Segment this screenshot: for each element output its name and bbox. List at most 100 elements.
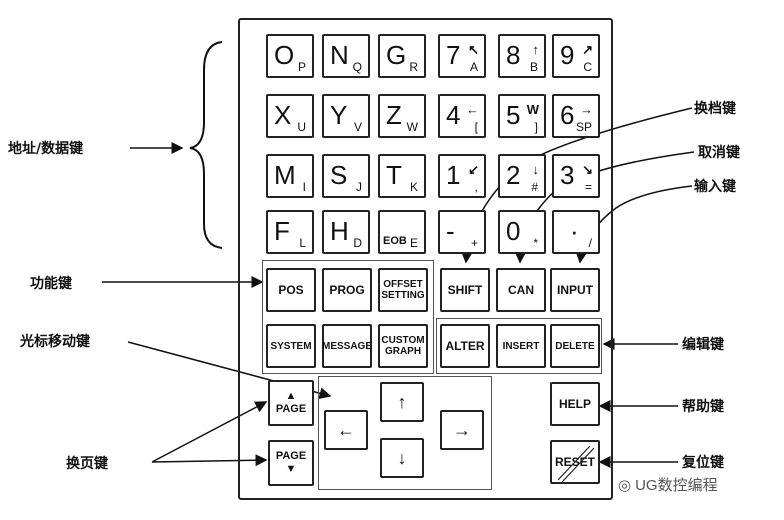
key-z[interactable]: Z W xyxy=(378,94,426,138)
insert-button[interactable]: INSERT xyxy=(496,324,546,368)
key-x[interactable]: X U xyxy=(266,94,314,138)
key-sub: Q xyxy=(352,60,362,74)
key-m[interactable]: M I xyxy=(266,154,314,198)
offset-setting-button[interactable]: OFFSET SETTING xyxy=(378,268,428,312)
arrow-left-icon: ← xyxy=(337,419,355,440)
key-sub: L xyxy=(299,236,306,250)
key-eob[interactable]: EOB E xyxy=(378,210,426,254)
key-sub: P xyxy=(297,60,306,74)
label-edit: 编辑键 xyxy=(682,337,724,353)
reset-button[interactable]: RESET xyxy=(550,440,600,484)
key-main: 1 xyxy=(446,160,461,190)
label-address-data: 地址/数据键 xyxy=(8,141,84,157)
arrow-down-left-icon: ↙ xyxy=(468,162,479,177)
system-button[interactable]: SYSTEM xyxy=(266,324,316,368)
alter-button[interactable]: ALTER xyxy=(440,324,490,368)
key-main: N xyxy=(330,40,349,70)
key-sub: C xyxy=(583,60,592,74)
message-button[interactable]: MESSAGE xyxy=(322,324,372,368)
key-9[interactable]: 9 ↗ C xyxy=(552,34,600,78)
edit-keys-group xyxy=(436,318,602,374)
key-sub: W xyxy=(406,120,418,134)
key-main: 4 xyxy=(446,100,461,130)
arrow-up-icon: ↑ xyxy=(532,42,540,57)
key-main: T xyxy=(386,160,402,190)
custom-graph-button[interactable]: CUSTOM GRAPH xyxy=(378,324,428,368)
label-cursor: 光标移动键 xyxy=(20,334,90,350)
key-sub: U xyxy=(297,120,306,134)
cursor-keys-group xyxy=(318,376,492,490)
key-1[interactable]: 1 ↙ , xyxy=(438,154,486,198)
key-sub: D xyxy=(353,236,362,250)
key-y[interactable]: Y V xyxy=(322,94,370,138)
key-sub: / xyxy=(588,236,592,250)
prog-button[interactable]: PROG xyxy=(322,268,372,312)
label-page: 换页键 xyxy=(66,456,108,472)
key-sub: ] xyxy=(534,120,538,134)
cursor-right-button[interactable]: → xyxy=(440,410,484,450)
key-sub: B xyxy=(529,60,538,74)
key-main: EOB xyxy=(383,235,407,247)
label-input: 输入键 xyxy=(694,179,736,195)
key-main: 7 xyxy=(446,40,461,70)
key-sub: * xyxy=(533,236,538,250)
label-reset: 复位键 xyxy=(682,455,724,471)
cursor-up-button[interactable]: ↑ xyxy=(380,382,424,422)
pos-button[interactable]: POS xyxy=(266,268,316,312)
key-main: 6 xyxy=(560,100,575,130)
cursor-left-button[interactable]: ← xyxy=(324,410,368,450)
reset-slash-icon xyxy=(557,445,595,483)
label-shift: 换档键 xyxy=(694,101,736,117)
key-8[interactable]: 8 ↑ B xyxy=(498,34,546,78)
key-main: O xyxy=(274,40,295,70)
key-sub: [ xyxy=(474,120,478,134)
delete-button[interactable]: DELETE xyxy=(550,324,600,368)
key-4[interactable]: 4 ← [ xyxy=(438,94,486,138)
can-button[interactable]: CAN xyxy=(496,268,546,312)
arrow-up-right-icon: ↗ xyxy=(582,42,593,57)
key-sub: SP xyxy=(575,120,592,134)
page-down-button[interactable]: PAGE ▼ xyxy=(268,440,314,486)
key-t[interactable]: T K xyxy=(378,154,426,198)
key-h[interactable]: H D xyxy=(322,210,370,254)
help-button[interactable]: HELP xyxy=(550,382,600,426)
key-3[interactable]: 3 ↘ = xyxy=(552,154,600,198)
key-7[interactable]: 7 ↖ A xyxy=(438,34,486,78)
key-sub: K xyxy=(409,180,418,194)
key-main: G xyxy=(386,40,407,70)
key-main: 2 xyxy=(506,160,521,190)
page-up-button[interactable]: ▲ PAGE xyxy=(268,380,314,426)
key-0[interactable]: 0 * xyxy=(498,210,546,254)
key-sub: + xyxy=(470,236,478,250)
wechat-icon: ◎ xyxy=(618,476,632,494)
key-5[interactable]: 5 W ] xyxy=(498,94,546,138)
address-brace xyxy=(189,41,223,249)
key-f[interactable]: F L xyxy=(266,210,314,254)
key-main: X xyxy=(274,100,292,130)
key-main: Y xyxy=(330,100,348,130)
input-button[interactable]: INPUT xyxy=(550,268,600,312)
key-n[interactable]: N Q xyxy=(322,34,370,78)
key-main: - xyxy=(446,216,455,246)
key-minus[interactable]: - + xyxy=(438,210,486,254)
key-o[interactable]: O P xyxy=(266,34,314,78)
page-up-label: PAGE xyxy=(275,403,307,415)
key-6[interactable]: 6 → SP xyxy=(552,94,600,138)
key-sub: V xyxy=(353,120,362,134)
key-s[interactable]: S J xyxy=(322,154,370,198)
mdi-keyboard-panel: O P N Q G R 7 ↖ A 8 ↑ B 9 ↗ C X U Y V Z … xyxy=(238,18,613,500)
arrow-down-icon: ▼ xyxy=(285,463,297,475)
arrow-down-icon: ↓ xyxy=(397,447,407,468)
arrow-up-icon: ↑ xyxy=(397,391,407,412)
key-sub: I xyxy=(302,180,306,194)
label-function: 功能键 xyxy=(30,276,72,292)
page-down-label: PAGE xyxy=(275,450,307,462)
key-dot[interactable]: · / xyxy=(552,210,600,254)
key-main: · xyxy=(570,216,579,246)
cursor-down-button[interactable]: ↓ xyxy=(380,438,424,478)
shift-button[interactable]: SHIFT xyxy=(440,268,490,312)
key-g[interactable]: G R xyxy=(378,34,426,78)
key-2[interactable]: 2 ↓ # xyxy=(498,154,546,198)
key-main: Z xyxy=(386,100,402,130)
key-sub: , xyxy=(474,180,478,194)
